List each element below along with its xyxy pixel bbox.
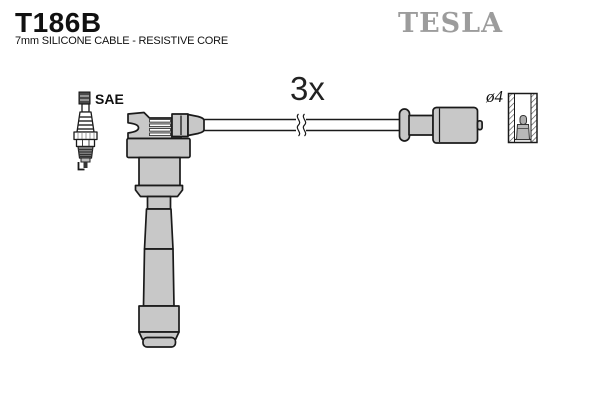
spark-plug-ground-electrode: [77, 162, 85, 171]
boot-lower-shaft: [142, 248, 175, 307]
spark-plug-icon: [73, 91, 98, 171]
boot-flange: [126, 137, 191, 159]
inner-terminal-body: [515, 124, 531, 140]
sleeve-wall-left: [508, 93, 515, 143]
sae-standard-label: SAE: [95, 91, 124, 107]
part-number: T186B: [15, 7, 102, 38]
connector-neck: [408, 114, 434, 136]
boot-tip-cap: [142, 336, 177, 348]
quantity-label: 3x: [290, 70, 325, 107]
ignition-cable-icon: [204, 113, 400, 137]
spark-plug-tip: [80, 157, 91, 163]
plug-boot-icon: [126, 111, 205, 348]
boot-mid-shaft: [143, 208, 174, 250]
terminal-diameter-label: ø4: [486, 87, 503, 106]
boot-block: [138, 305, 180, 333]
connector-flange-disc: [398, 108, 411, 142]
connector-terminal-nub: [476, 119, 483, 131]
spark-plug-neck: [81, 103, 90, 113]
terminal-sleeve-cross-section-icon: [507, 92, 538, 144]
sleeve-wall-right: [530, 93, 538, 143]
boot-collar: [134, 184, 184, 198]
cable-break-icon: [296, 113, 307, 137]
spark-plug-hex: [75, 138, 96, 148]
inner-terminal-tip: [519, 115, 527, 125]
spark-plug-center-electrode: [83, 162, 88, 168]
cable-ferrule-taper: [187, 113, 205, 137]
cable-ferrule: [171, 113, 189, 138]
spark-plug-terminal-nut: [78, 91, 91, 105]
brand-logo: TESLA: [398, 8, 504, 39]
coil-connector-icon: [398, 106, 483, 144]
part-description: 7mm SILICONE CABLE - RESISTIVE CORE: [15, 35, 229, 47]
boot-upper-body: [138, 156, 181, 187]
boot-neck: [146, 195, 172, 210]
boot-ribs: [149, 119, 171, 136]
